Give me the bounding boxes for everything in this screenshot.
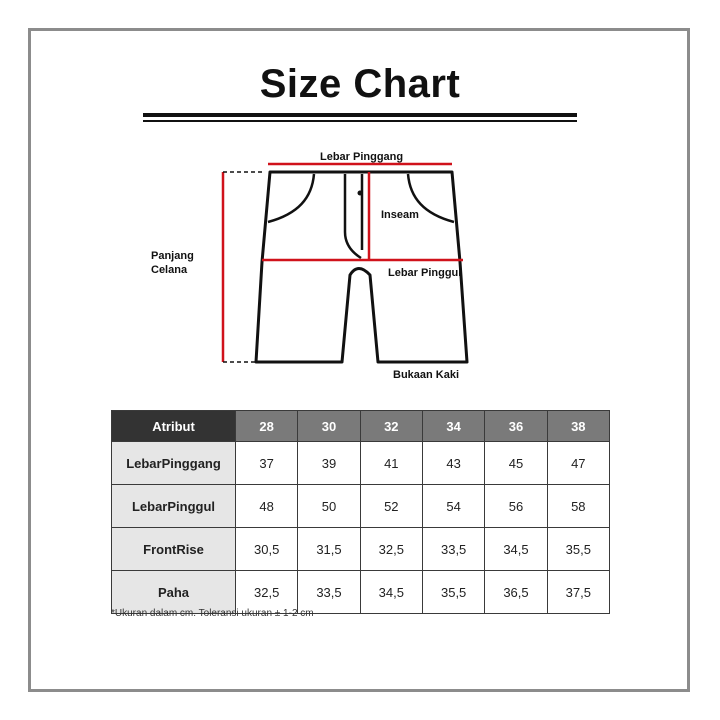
title-underline-thick: [143, 113, 577, 117]
table-cell: 48: [234, 484, 299, 528]
row-label: Paha: [111, 570, 236, 614]
table-row: FrontRise 30,5 31,5 32,5 33,5 34,5 35,5: [111, 527, 611, 571]
table-cell: 36,5: [484, 570, 548, 614]
table-cell: 34,5: [484, 527, 548, 571]
size-header: 34: [421, 410, 486, 442]
measurement-lines: [221, 162, 463, 362]
page-title: Size Chart: [259, 62, 461, 106]
table-cell: 32,5: [359, 527, 423, 571]
table-cell: 47: [546, 441, 611, 485]
page-border: [28, 28, 690, 692]
table-cell: 35,5: [421, 570, 486, 614]
size-table: Atribut 28 30 32 34 36 38 LebarPinggang …: [111, 410, 611, 614]
table-cell: 52: [359, 484, 423, 528]
table-cell: 50: [297, 484, 361, 528]
row-label: LebarPinggul: [111, 484, 236, 528]
table-cell: 37: [234, 441, 299, 485]
row-label: FrontRise: [111, 527, 236, 571]
shorts-outline: [254, 170, 469, 364]
table-row: LebarPinggul 48 50 52 54 56 58: [111, 484, 611, 528]
table-cell: 43: [421, 441, 486, 485]
table-cell: 33,5: [421, 527, 486, 571]
table-cell: 56: [484, 484, 548, 528]
size-header: 32: [359, 410, 423, 442]
shorts-illustration: [221, 162, 469, 364]
size-header: 30: [297, 410, 361, 442]
table-cell: 34,5: [359, 570, 423, 614]
size-note: *Ukuran dalam cm. Toleransi ukuran ± 1-2…: [111, 608, 314, 619]
table-cell: 41: [359, 441, 423, 485]
shorts-diagram: Lebar Pinggang Inseam Panjang Celana Leb…: [151, 151, 469, 381]
table-cell: 37,5: [546, 570, 611, 614]
size-header-row: Atribut 28 30 32 34 36 38: [111, 410, 611, 442]
table-cell: 45: [484, 441, 548, 485]
table-cell: 30,5: [234, 527, 299, 571]
leg-opening-label: Bukaan Kaki: [393, 369, 460, 381]
size-header: 28: [234, 410, 299, 442]
length-label-line2: Celana: [151, 264, 188, 276]
title-underline-thin: [143, 120, 577, 122]
attribute-header: Atribut: [111, 410, 236, 442]
inseam-label: Inseam: [381, 209, 419, 221]
hip-label: Lebar Pinggul: [388, 267, 462, 279]
table-cell: 35,5: [546, 527, 611, 571]
table-cell: 39: [297, 441, 361, 485]
row-label: LebarPinggang: [111, 441, 236, 485]
table-cell: 54: [421, 484, 486, 528]
table-row: LebarPinggang 37 39 41 43 45 47: [111, 441, 611, 485]
size-header: 36: [484, 410, 548, 442]
table-cell: 58: [546, 484, 611, 528]
button-icon: [357, 190, 363, 196]
waist-label: Lebar Pinggang: [320, 151, 404, 163]
size-header: 38: [546, 410, 611, 442]
table-cell: 33,5: [297, 570, 361, 614]
length-guides: [223, 171, 262, 363]
length-label-line1: Panjang: [151, 250, 194, 262]
table-cell: 32,5: [234, 570, 299, 614]
table-cell: 31,5: [297, 527, 361, 571]
table-row: Paha 32,5 33,5 34,5 35,5 36,5 37,5: [111, 570, 611, 614]
